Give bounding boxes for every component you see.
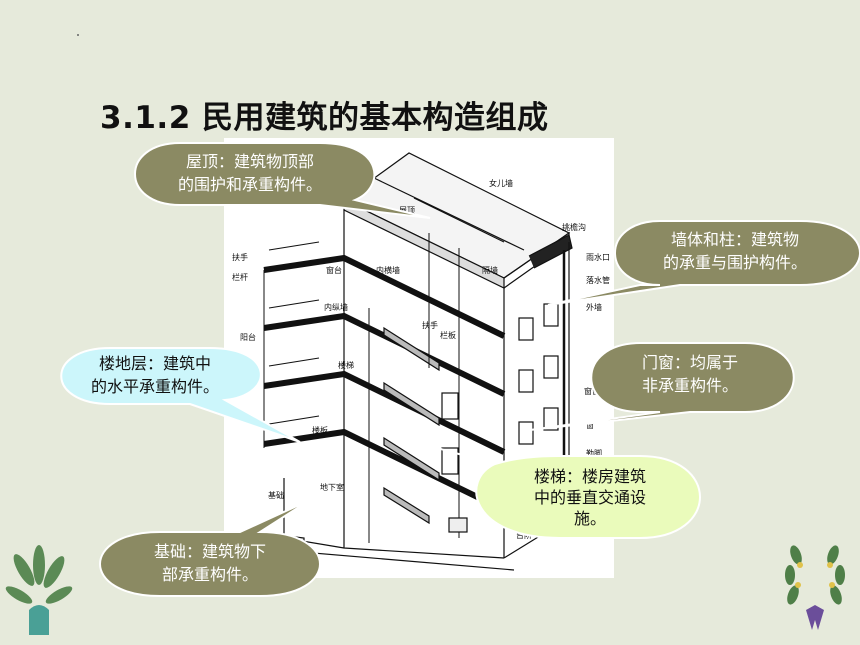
label-parapet: 女儿墙	[489, 178, 513, 188]
label-window: 窗	[586, 420, 594, 430]
callout-door-text: 门窗：均属于 非承重构件。	[641, 353, 738, 395]
stair-flights	[383, 326, 440, 525]
label-sill-right: 窗台	[584, 386, 600, 396]
balcony-railings	[263, 241, 320, 448]
label-roof: 屋顶	[399, 206, 415, 215]
label-stair: 楼梯	[338, 360, 354, 370]
slide-title: 3.1.2 民用建筑的基本构造组成	[100, 100, 549, 136]
label-exterior-wall: 外墙	[586, 302, 602, 312]
callout-floor-text: 楼地层：建筑中 的水平承重构件。	[90, 354, 219, 396]
callout-wall-text: 墙体和柱：建筑物 的承重与围护构件。	[662, 230, 807, 272]
decorative-dot	[77, 34, 79, 36]
label-railing: 栏杆	[232, 272, 248, 282]
building-drawing: 女儿墙 屋顶 挑檐沟 雨水口 落水管 外墙 扶手 栏杆 窗台 内横墙 隔墙 内纵…	[232, 152, 610, 571]
label-basement: 地下室	[320, 482, 344, 492]
label-inner-long-wall: 内纵墙	[324, 302, 348, 312]
label-foundation: 基础	[268, 490, 284, 500]
label-downpipe: 落水管	[586, 275, 610, 285]
label-stair-handrail: 扶手	[422, 320, 438, 330]
label-baluster: 栏板	[440, 330, 456, 340]
label-inner-cross-wall: 内横墙	[376, 265, 400, 275]
callout-roof-text: 屋顶：建筑物顶部 的围护和承重构件。	[177, 152, 322, 194]
label-floor-slab: 楼板	[312, 425, 328, 435]
callout-foundation-text: 基础：建筑物下 部承重构件。	[153, 542, 266, 584]
label-steps: 台阶	[516, 530, 532, 540]
callout-stairs-text: 楼梯：楼房建筑 中的垂直交通设 施。	[533, 467, 646, 528]
label-partition-wall: 隔墙	[482, 265, 498, 275]
plant-decoration-left	[5, 545, 73, 635]
label-balcony: 阳台	[240, 332, 256, 342]
label-handrail: 扶手	[232, 252, 248, 262]
label-gutter: 挑檐沟	[562, 222, 586, 232]
label-rain-outlet: 雨水口	[586, 252, 610, 262]
label-plinth: 勒脚	[586, 448, 602, 458]
wreath-decoration-right	[785, 545, 845, 630]
label-window-sill: 窗台	[326, 265, 342, 275]
